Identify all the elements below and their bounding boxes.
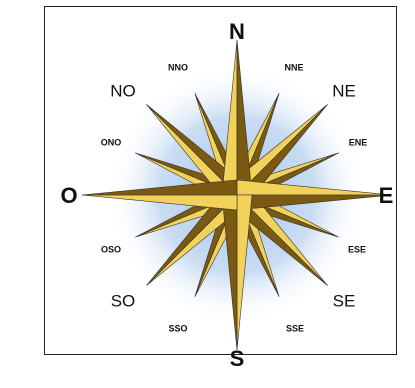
label-north: N: [229, 21, 245, 43]
label-ono: ONO: [101, 139, 122, 148]
label-northeast: NE: [332, 83, 356, 100]
label-ese: ESE: [348, 246, 366, 255]
label-south: S: [230, 348, 245, 370]
label-ene: ENE: [349, 139, 368, 148]
compass-rose-frame: N E S O NE SE SO NO NNE ENE ESE SSE SSO …: [44, 6, 397, 355]
label-southeast: SE: [333, 293, 356, 310]
label-sso: SSO: [168, 325, 187, 334]
label-nne: NNE: [284, 64, 303, 73]
label-nno: NNO: [168, 64, 188, 73]
label-oso: OSO: [101, 246, 121, 255]
label-west: O: [60, 185, 77, 207]
label-southwest: SO: [111, 293, 136, 310]
label-east: E: [379, 185, 394, 207]
label-sse: SSE: [286, 325, 304, 334]
label-northwest: NO: [110, 83, 136, 100]
